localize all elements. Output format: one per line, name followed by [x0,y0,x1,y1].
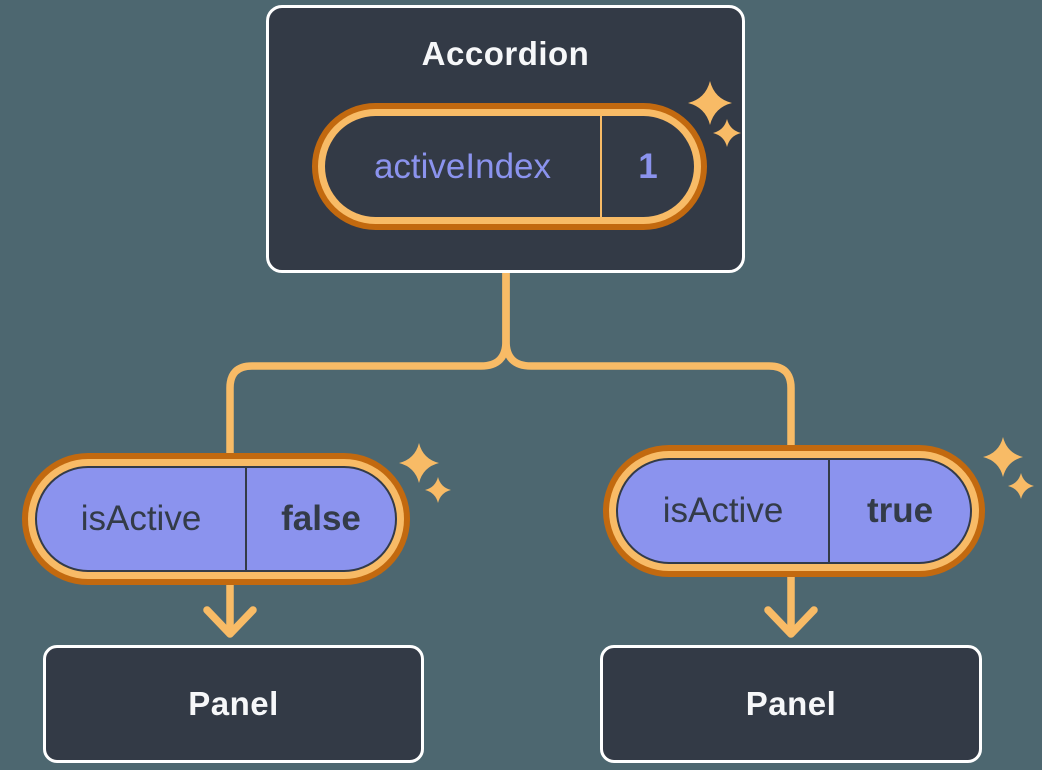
connector-right [502,268,795,637]
sparkle-icon [425,477,451,503]
sparkle-icon [399,443,439,483]
sparkle-icon [1008,473,1034,499]
state-value: true [828,460,970,562]
activeindex-state-pill: activeIndex 1 [325,116,694,217]
state-name: isActive [662,491,784,530]
accordion-title: Accordion [421,35,590,72]
panel-label: Panel [745,685,837,722]
accordion-node: Accordion activeIndex 1 [266,5,745,273]
state-name: isActive [80,499,202,538]
state-name: activeIndex [373,146,552,186]
arrow-down-left-icon [203,606,257,638]
arrow-down-right-icon [764,606,818,638]
state-value: false [245,468,395,570]
sparkle-icon [983,437,1023,477]
connector-left [226,268,510,637]
panel-label: Panel [188,685,279,722]
state-value: 1 [600,116,694,217]
isactive-true-pill: isActive true [616,458,972,564]
panel-node-left: Panel [43,645,424,763]
panel-node-right: Panel [600,645,982,763]
isactive-false-pill: isActive false [35,466,397,572]
